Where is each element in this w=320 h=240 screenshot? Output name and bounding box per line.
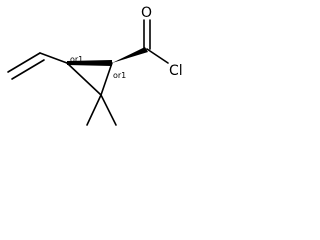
ring-wedge-bond bbox=[67, 60, 112, 66]
molecule-drawing: O Cl or1 or1 bbox=[7, 5, 183, 126]
carbonyl-wedge-bond bbox=[112, 47, 148, 63]
stereo-label-right: or1 bbox=[113, 71, 126, 80]
stereo-label-left: or1 bbox=[70, 55, 83, 64]
vinyl-terminal-bond bbox=[7, 52, 41, 73]
vinyl-double-bond bbox=[11, 59, 45, 80]
ring-bond-c2-c3 bbox=[100, 62, 113, 96]
methyl-bond-right bbox=[100, 94, 117, 126]
chlorine-label: Cl bbox=[169, 63, 183, 79]
structure-diagram: O Cl or1 or1 bbox=[0, 0, 193, 142]
acyl-chloride-bond bbox=[146, 48, 169, 64]
vinyl-to-ring-bond bbox=[39, 52, 68, 64]
ring-bond-c1-c3 bbox=[66, 62, 102, 96]
oxygen-label: O bbox=[141, 5, 152, 21]
methyl-bond-left bbox=[86, 94, 102, 126]
